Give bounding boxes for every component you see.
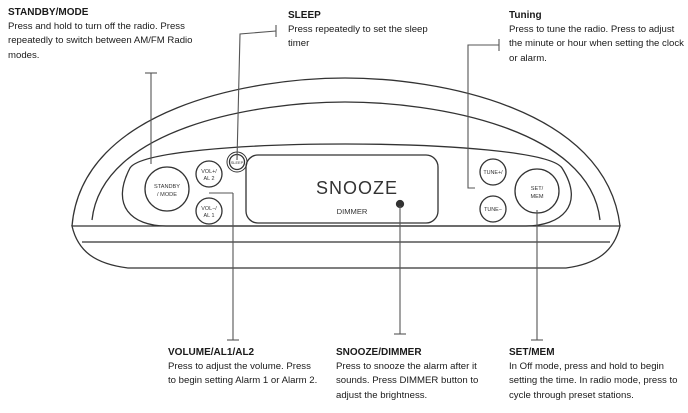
tune-up-button [479,158,507,186]
callout-sleep: SLEEP Press repeatedly to set the sleep … [288,9,428,52]
callout-title: Tuning [509,10,542,21]
callout-body: In Off mode, press and hold to begin set… [509,361,678,401]
sleep-leader [236,30,277,161]
callout-body: Press repeatedly to set the sleep timer [288,24,428,50]
callout-title: SNOOZE/DIMMER [336,347,422,358]
callout-set-mem: SET/MEM In Off mode, press and hold to b… [509,346,685,403]
callout-title: SET/MEM [509,347,555,358]
callout-title: SLEEP [288,10,321,21]
callout-body: Press to adjust the volume. Press to beg… [168,361,318,387]
vol-down-label-1: VOL−/ [201,206,217,212]
tune-down-label: TUNE− [484,207,502,213]
vol-down-label-2: AL 1 [204,213,215,219]
callout-standby-mode: STANDBY/MODE Press and hold to turn off … [8,6,208,63]
tuning-leader [467,44,499,189]
standby-mode-button [144,166,190,212]
radio-body-inner-arc [91,101,601,221]
dimmer-label: DIMMER [337,207,368,216]
callout-volume: VOLUME/AL1/AL2 Press to adjust the volum… [168,346,318,389]
control-panel [121,143,572,227]
callout-body: Press and hold to turn off the radio. Pr… [8,21,193,61]
vol-up-label-1: VOL+/ [201,169,217,175]
tune-up-label: TUNE+/ [483,170,503,176]
volume-down-al1-button [195,197,223,225]
callout-body: Press to tune the radio. Press to adjust… [509,24,684,64]
callout-body: Press to snooze the alarm after it sound… [336,361,479,401]
setmem-label-1: SET/ [531,186,544,192]
tune-down-button [479,195,507,223]
radio-base [71,225,621,269]
callout-title: VOLUME/AL1/AL2 [168,347,255,358]
sleep-button-label: SLEEP [231,161,244,165]
callout-title: STANDBY/MODE [8,7,89,18]
radio-body-outline [71,77,621,227]
snooze-bar [245,154,439,224]
volume-up-al2-button [195,160,223,188]
setmem-label-2: MEM [530,194,543,200]
snooze-label: SNOOZE [316,178,398,198]
vol-up-label-2: AL 2 [204,176,215,182]
standby-button-label-1: STANDBY [154,184,180,190]
standby-button-label-2: / MODE [157,192,177,198]
callout-tuning: Tuning Press to tune the radio. Press to… [509,9,684,66]
callout-snooze-dimmer: SNOOZE/DIMMER Press to snooze the alarm … [336,346,506,403]
